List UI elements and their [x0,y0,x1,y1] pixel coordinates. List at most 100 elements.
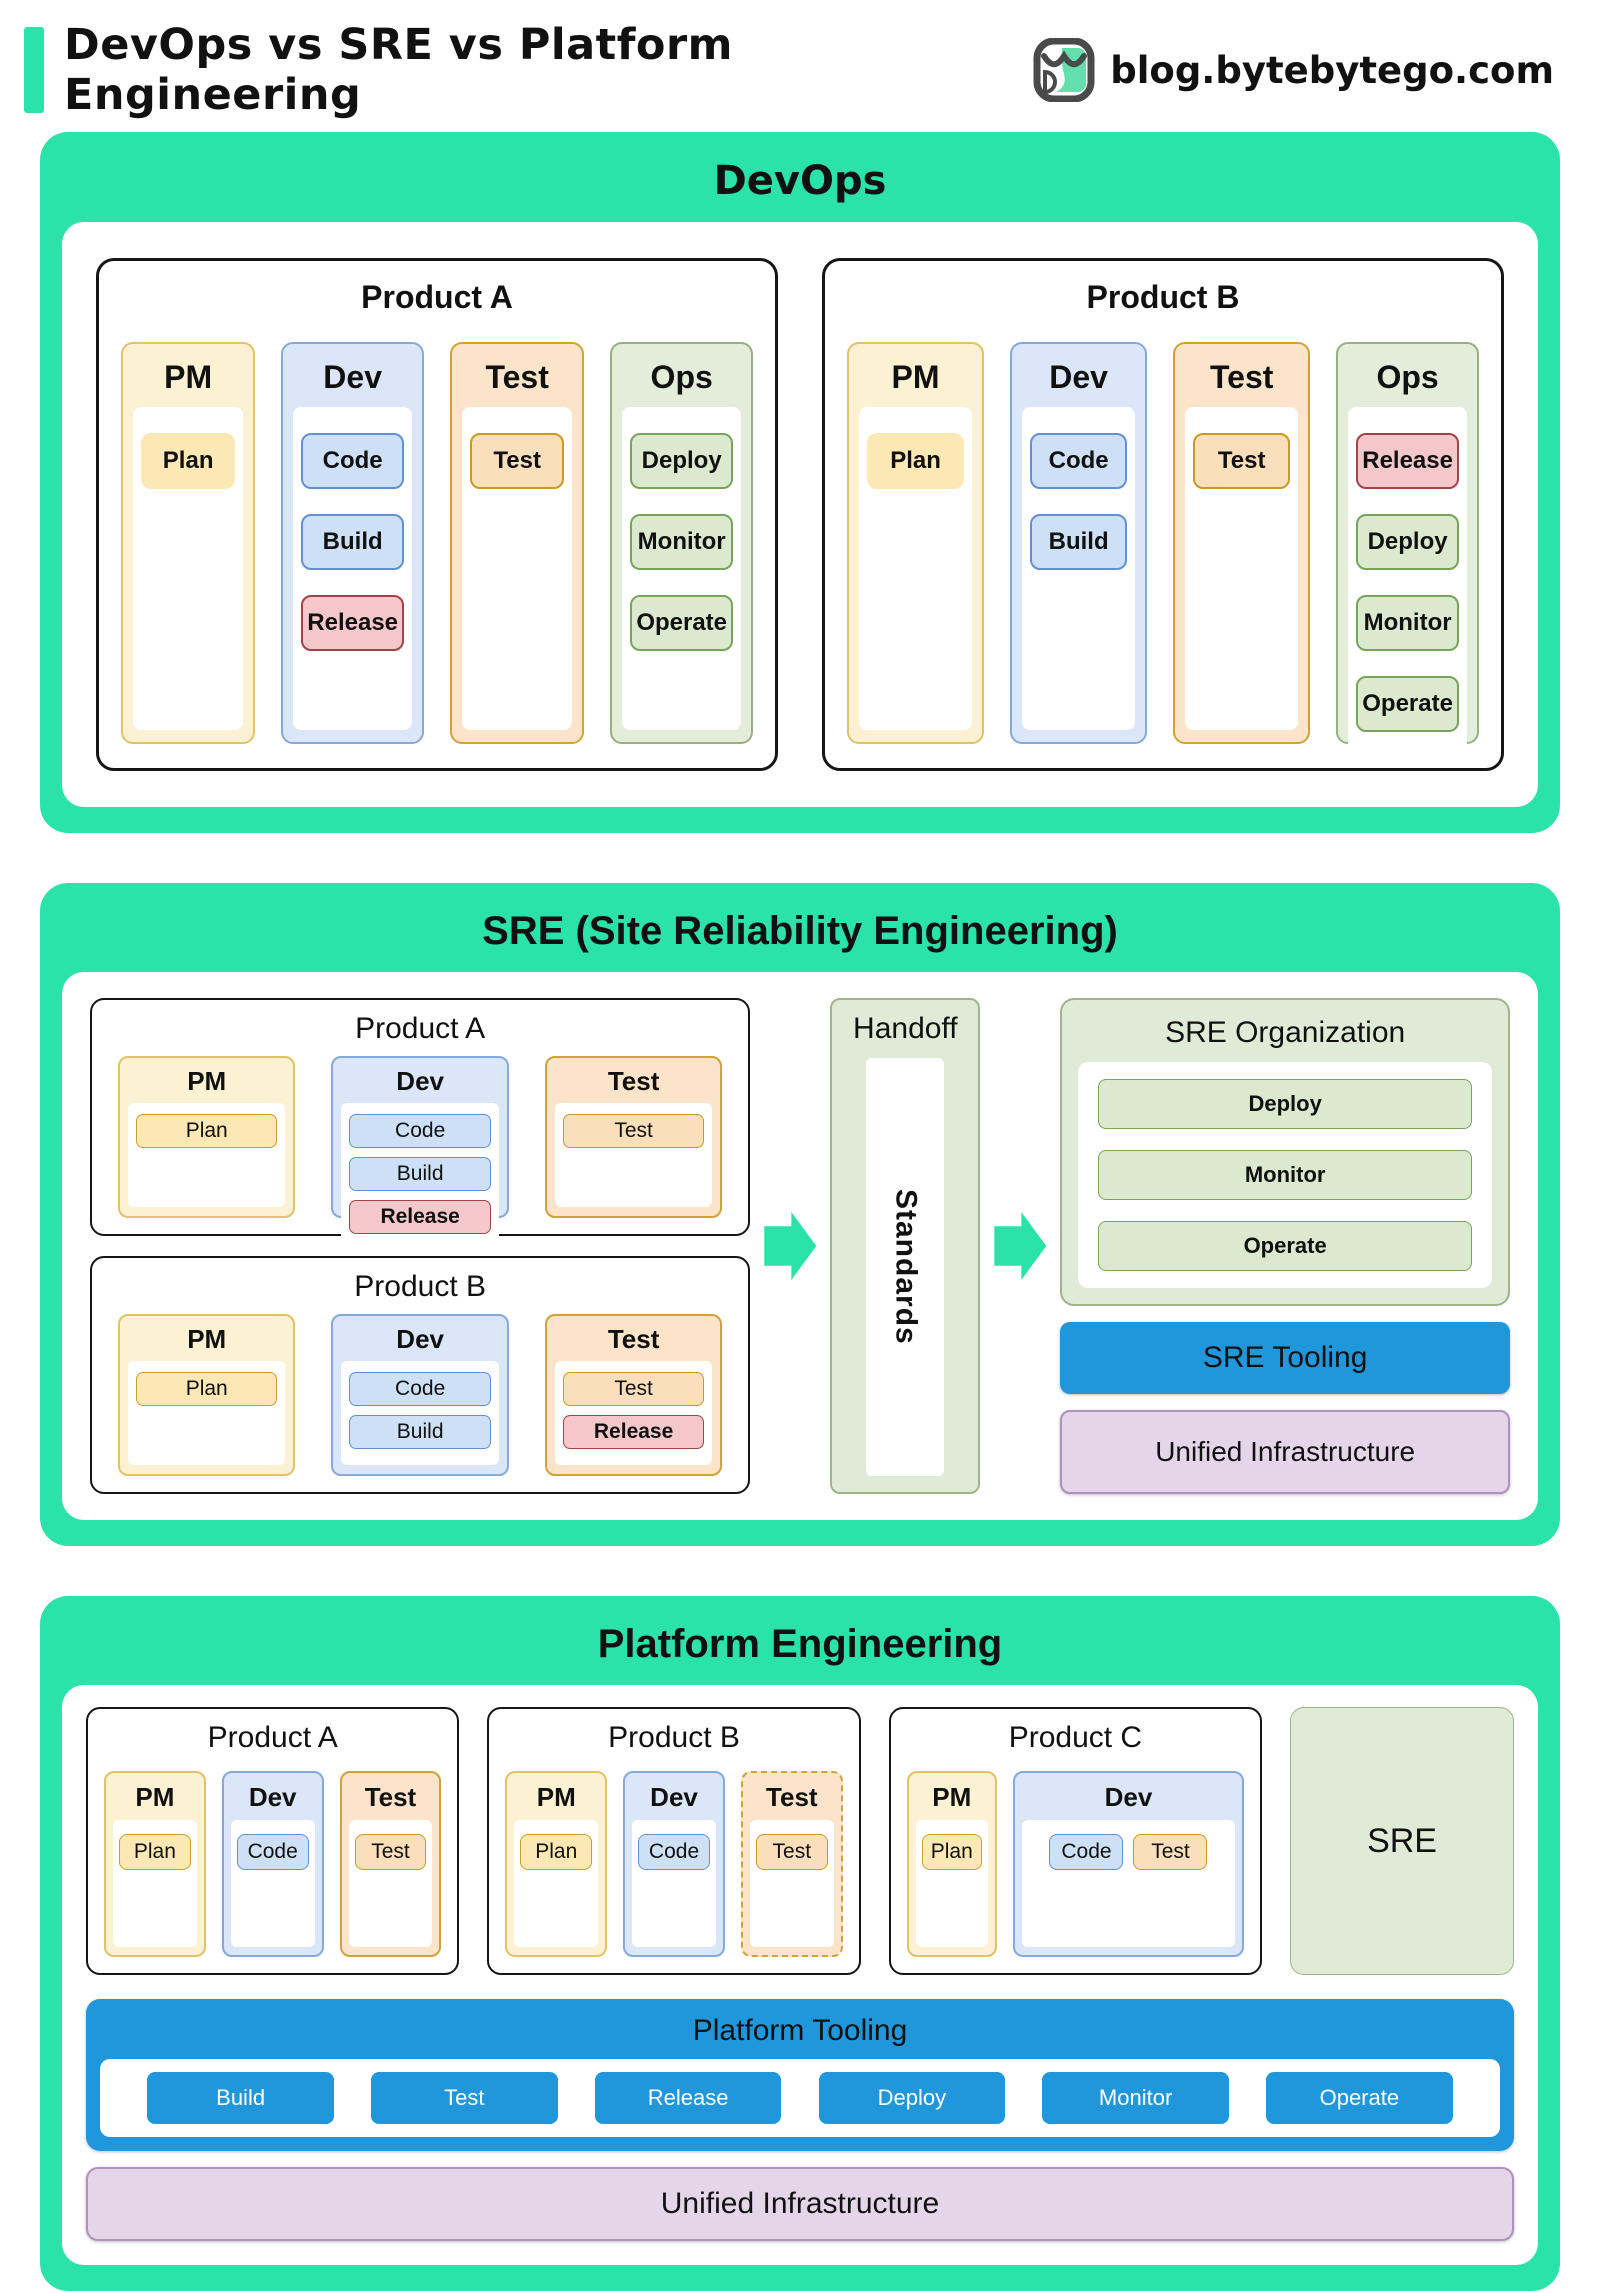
pm-column: PM Plan [505,1771,608,1957]
code-chip: Code [1049,1834,1124,1870]
sre-product-b-card: Product B PM Plan Dev Code Build [90,1256,751,1494]
release-chip: Release [349,1200,491,1234]
code-chip: Code [1030,433,1128,489]
deploy-button: Deploy [818,2072,1005,2124]
platform-product-a-card: Product A PM Plan Dev Code [86,1707,460,1975]
pm-column: PM Plan [906,1771,997,1957]
dev-column-header: Dev [1049,359,1108,395]
platform-unified-infrastructure-bar: Unified Infrastructure [86,2167,1514,2241]
pm-column: PM Plan [118,1314,296,1476]
test-column-header: Test [607,1066,660,1096]
test-column-body: Test [348,1820,433,1947]
plan-chip: Plan [867,433,965,489]
sre-organization-title: SRE Organization [1165,1016,1406,1049]
plan-chip: Plan [119,1834,191,1870]
pm-column-body: Plan [113,1820,197,1947]
test-column-body: Test Release [554,1361,713,1465]
pm-column-body: Plan [915,1820,988,1947]
platform-section-title: Platform Engineering [597,1622,1003,1666]
release-button: Release [594,2072,782,2124]
dev-column-body: Code Build [1022,407,1136,730]
dev-column: Dev Code Test [1012,1771,1245,1957]
code-chip: Code [301,433,405,489]
test-chip: Test [354,1834,427,1870]
code-chip: Code [349,1114,491,1148]
operate-chip: Operate [1098,1221,1472,1271]
platform-product-c-card: Product C PM Plan Dev Code Test [888,1707,1263,1975]
dev-column-body: Code Test [1021,1820,1236,1947]
platform-sre-box: SRE [1290,1707,1515,1975]
dev-column: Dev Code [623,1771,725,1957]
test-column-dashed: Test Test [740,1771,843,1957]
pm-column-body: Plan [514,1820,599,1947]
devops-product-a-card: Product A PM Plan Dev Code Build Release [96,258,778,771]
devops-section-title: DevOps [713,158,887,204]
test-chip: Test [562,1114,705,1148]
sre-product-b-columns: PM Plan Dev Code Build Test [110,1314,730,1476]
code-chip: Code [638,1834,710,1870]
code-chip: Code [236,1834,309,1870]
product-title: Product A [355,1012,486,1045]
product-title: Product A [207,1721,338,1754]
pm-column-header: PM [932,1782,972,1812]
build-chip: Build [1030,514,1128,570]
test-column-body: Test [1185,407,1299,730]
monitor-chip: Monitor [1356,595,1459,651]
ops-column: Ops Deploy Monitor Operate [610,342,754,744]
dev-column-header: Dev [1104,1782,1153,1812]
sre-org-stack: SRE Organization Deploy Monitor Operate … [1060,998,1510,1494]
plan-chip: Plan [136,1372,278,1406]
test-chip: Test [470,433,565,489]
brand: blog.bytebytego.com [1032,38,1554,102]
devops-section-body: Product A PM Plan Dev Code Build Release [62,222,1538,807]
release-chip: Release [562,1415,705,1449]
test-column: Test Test [450,342,585,744]
handoff-body: Standards [866,1058,945,1476]
ops-column-body: Release Deploy Monitor Operate [1348,407,1467,758]
test-column-body: Test [554,1103,713,1207]
operate-button: Operate [1266,2072,1453,2124]
release-chip: Release [301,595,405,651]
header-accent-bar [24,27,44,113]
test-column-header: Test [485,359,549,395]
test-column-header: Test [1209,359,1274,395]
test-column: Test Test [339,1771,442,1957]
pm-column: PM Plan [104,1771,206,1957]
test-button: Test [371,2072,558,2124]
sre-section-body: Product A PM Plan Dev Code Build Releas [62,972,1538,1520]
sre-organization-box: SRE Organization Deploy Monitor Operate [1060,998,1510,1306]
test-chip: Test [562,1372,705,1406]
page-header: DevOps vs SRE vs Platform Engineering bl… [0,0,1600,132]
page-title: DevOps vs SRE vs Platform Engineering [64,20,733,120]
pm-column-body: Plan [859,407,973,730]
test-column-header: Test [766,1782,818,1812]
product-title: Product B [1086,279,1240,315]
pm-column-body: Plan [128,1103,286,1207]
platform-tooling-title: Platform Tooling [692,2014,908,2047]
plan-chip: Plan [136,1114,278,1148]
dev-column-body: Code [632,1820,716,1947]
operate-chip: Operate [630,595,734,651]
plan-chip: Plan [921,1834,982,1870]
dev-column: Dev Code Build [1010,342,1148,744]
deploy-chip: Deploy [630,433,734,489]
sre-product-a-card: Product A PM Plan Dev Code Build Releas [90,998,751,1245]
plan-chip: Plan [141,433,236,489]
monitor-button: Monitor [1042,2072,1229,2124]
ops-column-body: Deploy Monitor Operate [622,407,742,730]
operate-chip: Operate [1356,676,1459,732]
test-column-header: Test [607,1324,660,1354]
dev-column-header: Dev [650,1782,698,1812]
code-chip: Code [349,1372,491,1406]
build-button: Build [147,2072,334,2124]
bytebytego-logo-icon [1033,38,1095,102]
test-column-body: Test [462,407,573,730]
platform-section: Platform Engineering Product A PM Plan D… [40,1596,1560,2291]
build-chip: Build [301,514,405,570]
dev-column-body: Code [230,1820,315,1947]
test-chip: Test [1193,433,1291,489]
handoff-box: Handoff Standards [830,998,981,1494]
pm-column-header: PM [187,1066,227,1096]
platform-product-b-columns: PM Plan Dev Code Test Tes [505,1771,843,1957]
dev-column-header: Dev [248,1782,297,1812]
